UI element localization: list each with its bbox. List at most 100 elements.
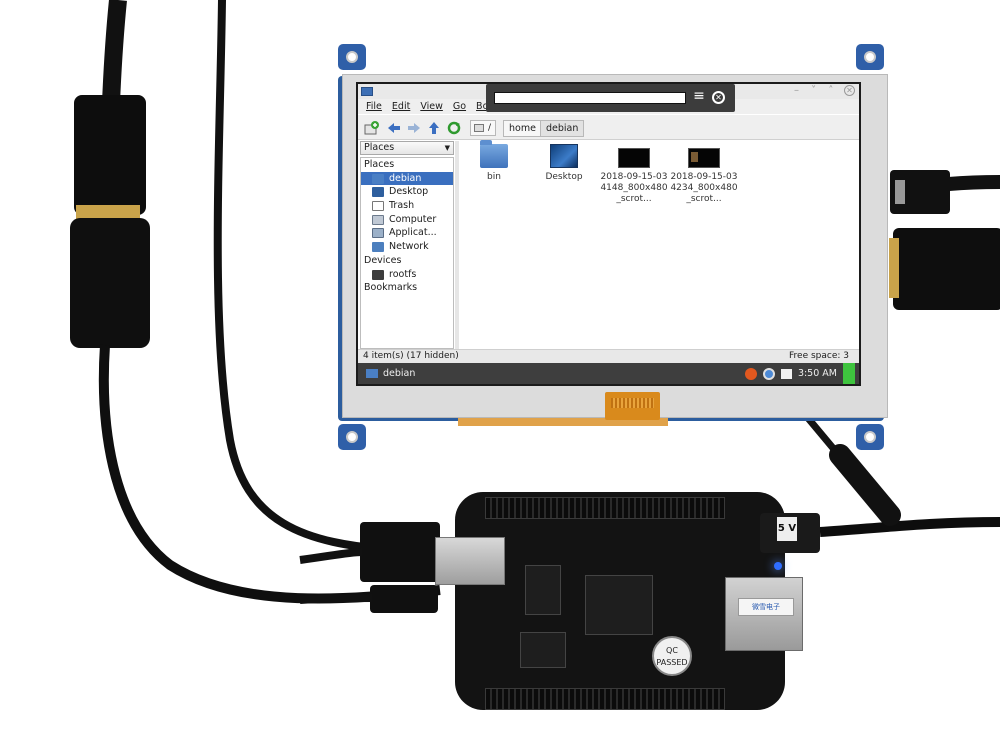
mount-hole-bottom-right [856,424,884,450]
sidebar-item-label: rootfs [389,268,417,280]
maximize-button[interactable]: ˄ [828,85,837,96]
menu-edit[interactable]: Edit [391,101,411,112]
image-thumbnail-icon [618,148,650,168]
power-led [774,562,782,570]
pane-splitter[interactable] [455,141,459,349]
lcd-screen: – ˅ ˄ ✕ File Edit View Go Boo / [358,84,859,384]
file-name: Desktop [545,172,583,182]
taskbar-window-label: debian [383,368,416,379]
qc-label: QC [666,646,678,655]
sidebar-item-label: Network [389,241,429,253]
status-bar: 4 item(s) (17 hidden) Free space: 3 [358,349,859,363]
up-button[interactable] [426,120,442,136]
usb-host-port [435,537,505,585]
sidebar-item-label: Trash [389,200,415,212]
arrow-left-icon [388,123,400,133]
file-item-desktop[interactable]: Desktop [529,144,599,183]
side-pane-mode-value: Places [364,142,395,153]
sidebar-item-network[interactable]: Network [361,240,453,254]
item-count: 4 item(s) (17 hidden) [363,351,459,361]
toolbar: / home debian [358,115,859,140]
places-sidebar: Places debian Desktop Trash Computer App… [360,157,454,349]
close-circle-icon[interactable]: ✕ [712,91,725,104]
computer-icon [372,214,384,225]
window-close-button[interactable]: ✕ [844,85,855,96]
file-name: 2018-09-15-034148_800x480_scrot... [600,172,668,204]
sidebar-item-debian[interactable]: debian [361,171,453,186]
menu-view[interactable]: View [420,101,443,112]
taskbar-window-button[interactable]: debian [361,365,461,382]
reload-icon [447,121,461,135]
home-folder-icon [372,173,384,184]
document-icon[interactable] [780,368,792,379]
hamburger-icon[interactable]: ≡ [693,88,705,104]
minimize-button[interactable]: – [793,85,802,96]
system-tray: 3:50 AM [744,363,859,384]
collapse-button[interactable]: ˅ [811,85,820,96]
mount-hole-top-left [338,44,366,70]
clock[interactable]: 3:50 AM [797,368,837,379]
file-name: bin [487,172,501,182]
qc-passed-sticker: QC PASSED [652,636,692,676]
devices-header: Devices [364,254,402,266]
fpc-strip [458,418,668,426]
menu-go[interactable]: Go [452,101,467,112]
file-name: 2018-09-15-034234_800x480_scrot... [670,172,738,204]
drive-icon [474,124,484,132]
file-view: bin Desktop 2018-09-15-034148_800x480_sc… [459,140,859,349]
drive-icon [372,269,384,280]
waveshare-label: 微雪电子 Waveshare [738,598,794,616]
menu-bookmarks[interactable]: Boo [476,101,494,112]
image-thumbnail-icon [688,148,720,168]
folder-icon [480,140,508,168]
reload-button[interactable] [446,120,462,136]
mount-hole-bottom-left [338,424,366,450]
pin-header-bottom [485,688,725,710]
power-label: 5 V [777,517,797,541]
sidebar-item-applications[interactable]: Applicat... [361,226,453,240]
taskbar: debian 3:50 AM [358,363,859,384]
processor-chip [585,575,653,635]
file-item-bin[interactable]: bin [459,140,529,183]
path-root-button[interactable]: / [470,120,496,136]
folder-icon [366,369,378,378]
sidebar-item-computer[interactable]: Computer [361,213,453,227]
sidebar-item-desktop[interactable]: Desktop [361,185,453,199]
window-controls: – ˅ ˄ ✕ [792,85,855,96]
desktop-icon [372,187,384,198]
file-manager-app-icon [361,87,373,96]
side-pane-mode-select[interactable]: Places ▼ [360,141,454,155]
forward-button[interactable] [406,120,422,136]
applications-icon [372,228,384,239]
free-space: Free space: 3 [789,351,849,361]
mount-hole-top-right [856,44,884,70]
bookmarks-header: Bookmarks [364,282,418,294]
search-input[interactable] [494,92,686,104]
search-popup: ≡ ✕ [486,84,735,112]
pmic-chip [520,632,566,668]
menu-file[interactable]: File [366,101,382,112]
sidebar-item-trash[interactable]: Trash [361,199,453,213]
file-item-screenshot-2[interactable]: 2018-09-15-034234_800x480_scrot... [669,144,739,205]
breadcrumb-debian[interactable]: debian [540,120,585,137]
tray-indicator [843,363,855,384]
back-button[interactable] [386,120,402,136]
file-item-screenshot-1[interactable]: 2018-09-15-034148_800x480_scrot... [599,144,669,205]
path-root-label: / [488,123,492,133]
sidebar-item-rootfs[interactable]: rootfs [361,268,453,282]
ubuntu-logo-icon[interactable] [744,367,757,380]
places-header: Places [364,159,395,170]
new-tab-button[interactable] [364,120,380,136]
breadcrumb-home[interactable]: home [503,120,542,137]
sidebar-item-label: debian [389,172,422,184]
browser-icon[interactable] [762,367,775,380]
new-tab-icon [364,121,379,135]
trash-icon [372,201,384,212]
dropdown-arrow-icon: ▼ [444,144,450,152]
memory-chip [525,565,561,615]
pin-header-top [485,497,725,519]
sidebar-item-label: Applicat... [389,227,437,239]
desktop-folder-icon [550,144,578,168]
qc-status: PASSED [656,658,688,667]
